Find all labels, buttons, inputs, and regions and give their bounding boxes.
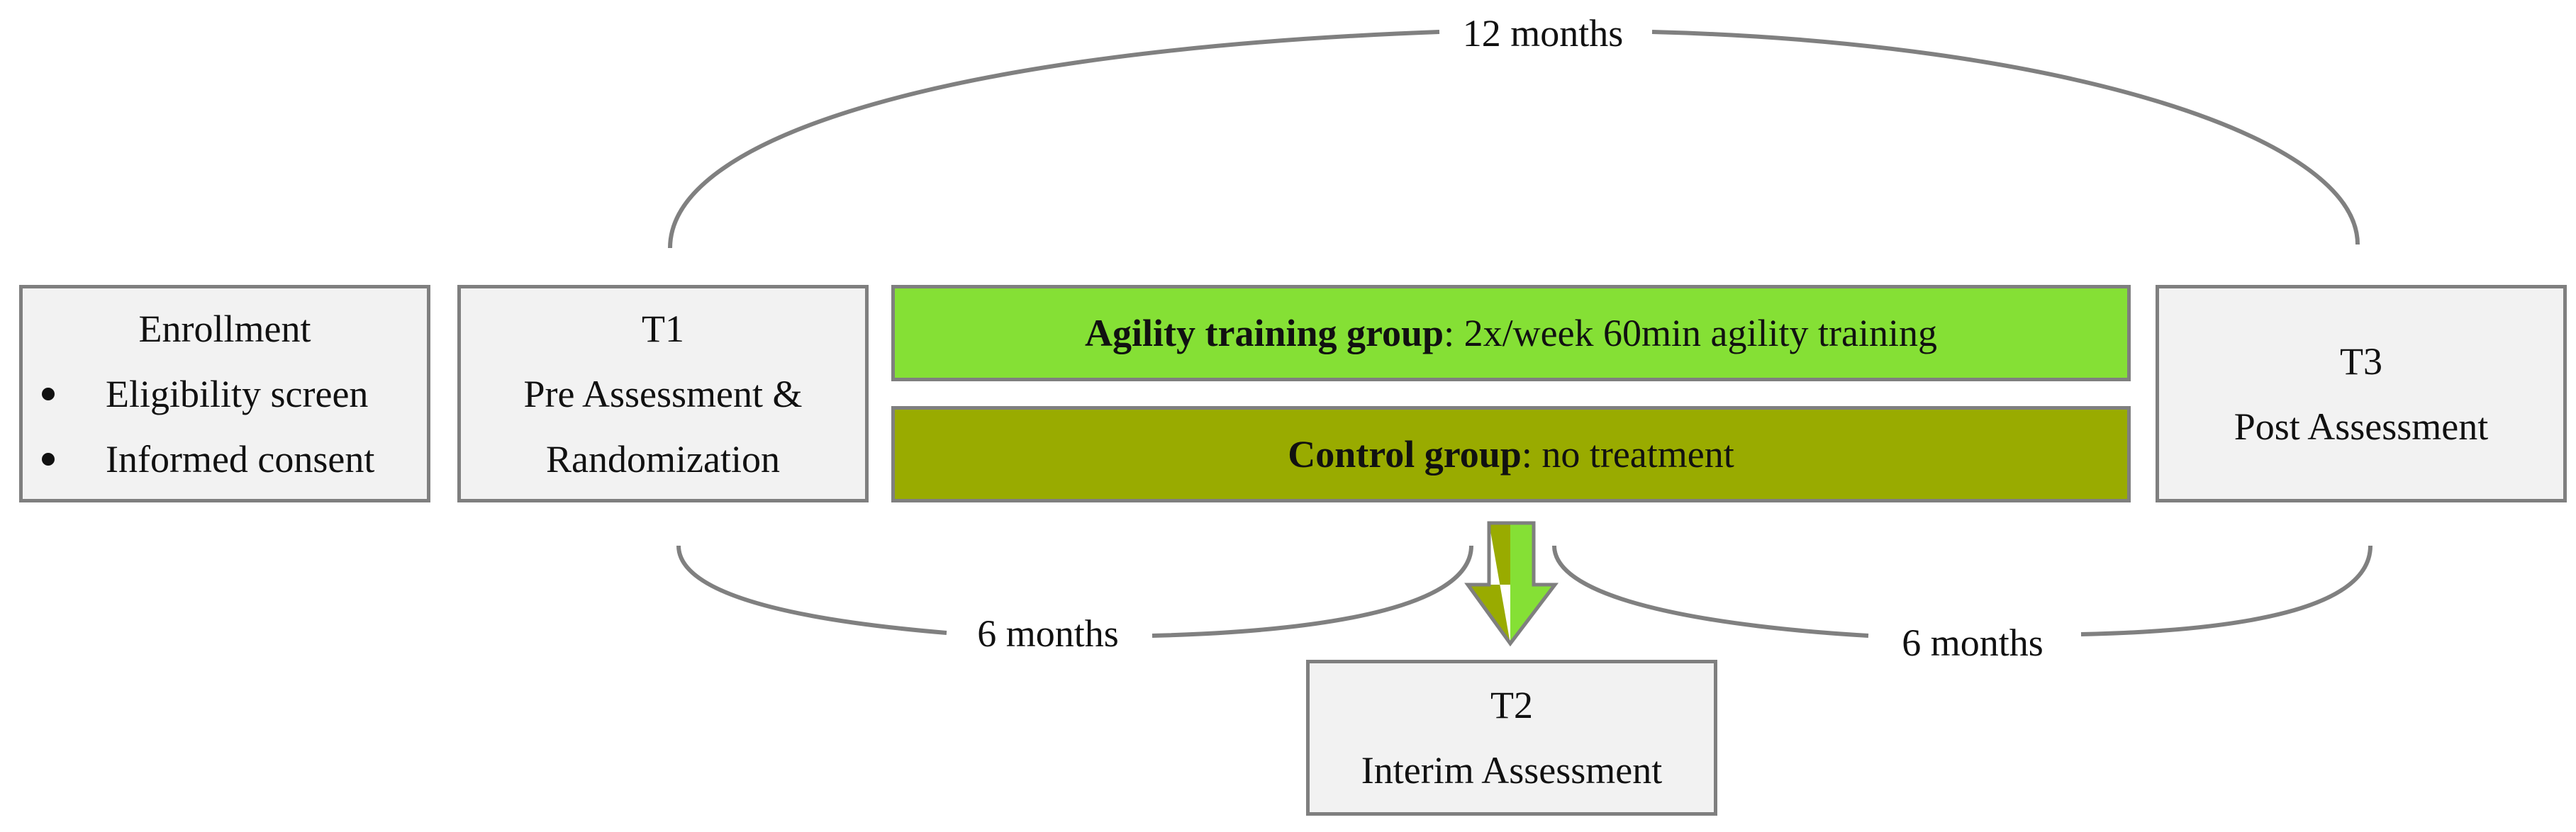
t3-code: T3 [2340, 339, 2382, 383]
second-six-month-label: 6 months [1902, 622, 2043, 664]
twelve-month-label: 12 months [1463, 12, 1624, 55]
t2-label: Interim Assessment [1361, 749, 1663, 792]
t1-code: T1 [642, 307, 684, 350]
agility-group-bar: Agility training group: 2x/week 60min ag… [891, 285, 2131, 381]
list-item: Eligibility screen [23, 361, 427, 427]
enrollment-title: Enrollment [138, 307, 311, 350]
t3-box: T3 Post Assessment [2156, 285, 2567, 502]
enrollment-box: Enrollment Eligibility screen Informed c… [19, 285, 430, 502]
bullet-icon [42, 452, 55, 466]
down-arrow-icon [1464, 521, 1559, 647]
t2-box: T2 Interim Assessment [1306, 660, 1717, 816]
agility-group-desc: : 2x/week 60min agility training [1444, 312, 1937, 354]
enrollment-list: Eligibility screen Informed consent [23, 361, 427, 492]
first-six-month-label: 6 months [977, 612, 1119, 655]
control-group-name: Control group [1288, 433, 1522, 476]
t1-line2: Randomization [546, 437, 780, 480]
first-six-month-arc [676, 545, 1473, 638]
informed-consent-label: Informed consent [106, 437, 375, 480]
control-group-desc: : no treatment [1521, 433, 1734, 476]
t1-box: T1 Pre Assessment & Randomization [457, 285, 869, 502]
eligibility-screen-label: Eligibility screen [106, 372, 369, 415]
t2-code: T2 [1490, 684, 1533, 726]
list-item: Informed consent [23, 427, 427, 492]
control-group-bar: Control group: no treatment [891, 406, 2131, 502]
twelve-month-arc [668, 30, 2360, 249]
second-six-month-arc [1552, 545, 2373, 638]
t3-label: Post Assessment [2234, 405, 2489, 448]
t1-line1: Pre Assessment & [523, 372, 803, 415]
bullet-icon [42, 387, 55, 400]
agility-group-name: Agility training group [1085, 312, 1444, 354]
